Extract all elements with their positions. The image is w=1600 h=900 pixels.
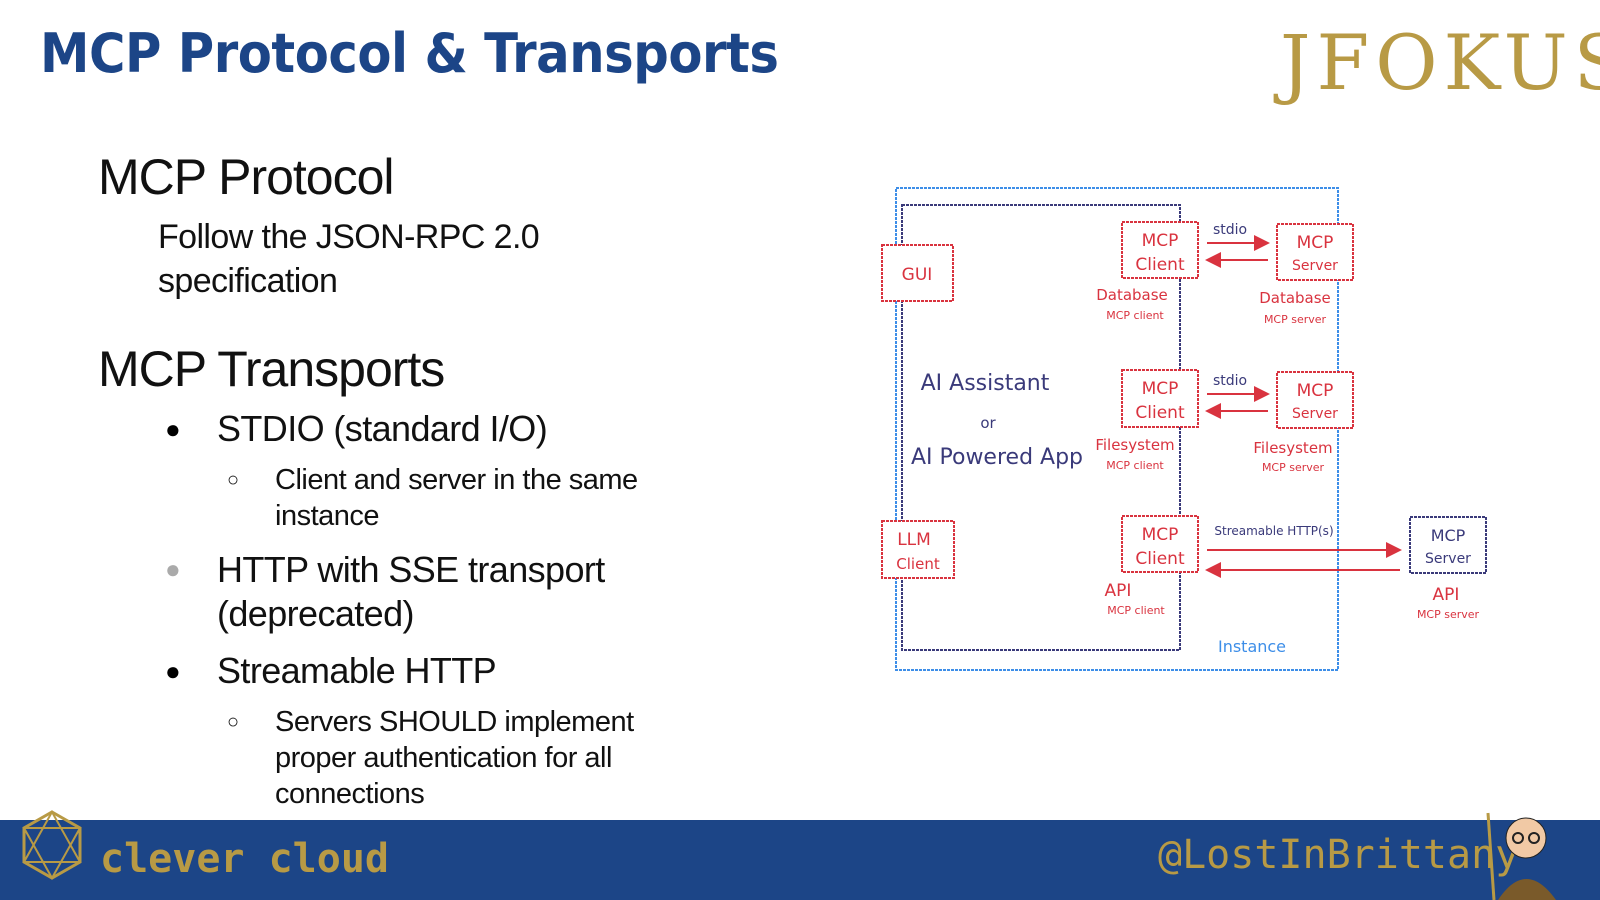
client-label: MCP (1142, 231, 1179, 251)
label-line: (deprecated) (217, 593, 415, 634)
twitter-handle: @LostInBrittany (1158, 832, 1520, 878)
circle-bullet-icon: ○ (227, 469, 239, 491)
footer-bar (0, 820, 1600, 900)
mcp-client-box (1121, 221, 1199, 279)
jfokus-logo: JFOKUS (1280, 18, 1600, 107)
protocol-text-line: Follow the JSON-RPC 2.0 (158, 218, 540, 256)
transport-sub: ○ Client and server in the same instance (227, 462, 638, 534)
transport-label: stdio (1213, 222, 1247, 238)
author-avatar-icon (1486, 812, 1556, 900)
transport-label: Streamable HTTP(s) (1214, 524, 1333, 538)
client-name: Database (1096, 286, 1168, 304)
server-sub: MCP server (1262, 461, 1325, 474)
llm-client-box (881, 520, 955, 579)
client-sub: MCP client (1107, 604, 1165, 617)
remote-mcp-server-box (1409, 516, 1487, 574)
protocol-heading: MCP Protocol (98, 149, 395, 205)
llm-label: LLM (897, 530, 931, 550)
transport-label: Streamable HTTP (217, 650, 497, 691)
client-sub: MCP client (1106, 309, 1164, 322)
transport-label: stdio (1213, 373, 1247, 389)
transport-label: STDIO (standard I/O) (217, 408, 548, 449)
server-name: Filesystem (1253, 439, 1332, 457)
sub-line: instance (275, 500, 380, 532)
transport-label: HTTP with SSE transport (deprecated) (217, 548, 605, 636)
gui-box (881, 244, 954, 302)
gui-label: GUI (902, 265, 933, 285)
transport-sub: ○ Servers SHOULD implement proper authen… (227, 704, 634, 812)
server-name: API (1433, 585, 1460, 605)
client-name: Filesystem (1095, 436, 1174, 454)
sub-line: Client and server in the same (275, 464, 638, 496)
transports-heading: MCP Transports (98, 341, 445, 397)
mcp-server-box (1276, 223, 1354, 281)
server-label: Server (1292, 406, 1338, 422)
server-sub: MCP server (1264, 313, 1327, 326)
sub-line: proper authentication for all (275, 742, 612, 774)
circle-bullet-icon: ○ (227, 711, 239, 733)
protocol-text: Follow the JSON-RPC 2.0 specification (158, 215, 540, 303)
bullet-icon: ● (165, 554, 181, 584)
client-label: Client (1135, 403, 1185, 423)
client-label: Client (1135, 255, 1185, 275)
mcp-server-box (1276, 371, 1354, 429)
llm-label: Client (896, 555, 940, 573)
instance-label: Instance (1218, 637, 1286, 656)
client-label: MCP (1142, 525, 1179, 545)
client-label: Client (1135, 549, 1185, 569)
app-label: or (980, 414, 996, 432)
server-label: Server (1425, 551, 1471, 567)
sub-line: connections (275, 778, 425, 810)
slide-title: MCP Protocol & Transports (40, 22, 779, 85)
sub-line: Servers SHOULD implement (275, 706, 634, 738)
architecture-diagram: GUI LLM Client MCP Client MCP Server MCP… (881, 187, 1487, 671)
server-label: MCP (1297, 381, 1334, 401)
server-label: MCP (1431, 526, 1466, 545)
server-label: Server (1292, 258, 1338, 274)
server-name: Database (1259, 289, 1331, 307)
server-label: MCP (1297, 233, 1334, 253)
clever-cloud-wordmark: clever cloud (100, 836, 389, 882)
bullet-icon: ● (165, 414, 181, 444)
client-name: API (1105, 581, 1132, 601)
app-label: AI Assistant (921, 371, 1050, 396)
mcp-client-box (1121, 515, 1199, 573)
clever-cloud-logo-icon (22, 810, 82, 880)
client-label: MCP (1142, 379, 1179, 399)
app-label: AI Powered App (911, 445, 1083, 470)
label-line: HTTP with SSE transport (217, 549, 605, 590)
mcp-client-box (1121, 369, 1199, 428)
protocol-text-line: specification (158, 262, 338, 300)
client-sub: MCP client (1106, 459, 1164, 472)
bullet-icon: ● (165, 656, 181, 686)
server-sub: MCP server (1417, 608, 1480, 621)
